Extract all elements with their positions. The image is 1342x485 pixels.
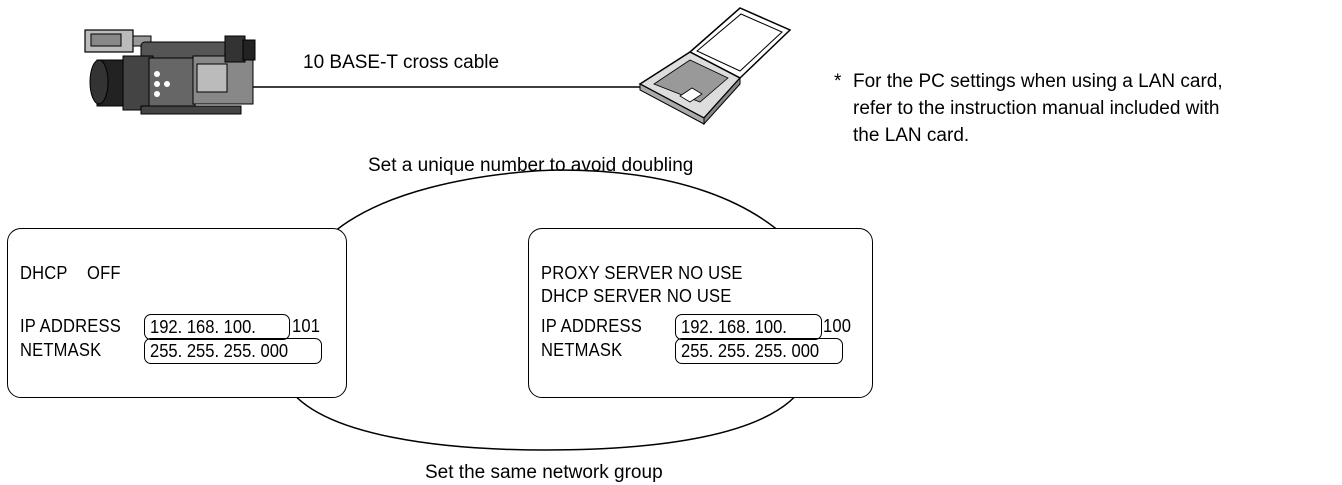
cable-label: 10 BASE-T cross cable	[303, 52, 500, 73]
note-line-2: refer to the instruction manual included…	[853, 98, 1220, 119]
ip-prefix-box: 192. 168. 100.	[144, 314, 290, 340]
pc-netmask-value: 255. 255. 255. 000	[681, 341, 820, 361]
netmask-value: 255. 255. 255. 000	[150, 341, 289, 361]
netmask-key: NETMASK	[20, 340, 102, 360]
dhcp-server-line: DHCP SERVER NO USE	[541, 286, 732, 306]
camcorder-icon	[84, 29, 256, 115]
pc-netmask-box: 255. 255. 255. 000	[675, 338, 843, 364]
proxy-server-line: PROXY SERVER NO USE	[541, 263, 743, 283]
pc-netmask-key: NETMASK	[541, 340, 623, 360]
pc-ip-prefix-box: 192. 168. 100.	[675, 314, 822, 340]
note-bullet: *	[834, 71, 842, 92]
ip-prefix-value: 192. 168. 100.	[150, 317, 256, 337]
pc-ip-host-value: 100	[823, 316, 852, 336]
pc-ip-prefix-value: 192. 168. 100.	[681, 317, 787, 337]
dhcp-key: DHCP	[20, 263, 68, 283]
pc-settings-panel: PROXY SERVER NO USE DHCP SERVER NO USE I…	[528, 228, 873, 398]
note-line-3: the LAN card.	[853, 125, 970, 146]
network-group-arrow	[282, 377, 809, 451]
laptop-icon	[638, 7, 792, 126]
unique-number-arrow	[299, 169, 831, 299]
pc-ip-address-key: IP ADDRESS	[541, 316, 642, 336]
ip-host-value: 101	[292, 316, 321, 336]
camera-settings-panel: DHCP OFF IP ADDRESS 192. 168. 100. 101 N…	[7, 228, 347, 398]
same-network-label: Set the same network group	[425, 462, 663, 483]
netmask-box: 255. 255. 255. 000	[144, 338, 322, 364]
note-line-1: For the PC settings when using a LAN car…	[853, 71, 1223, 92]
unique-number-label: Set a unique number to avoid doubling	[368, 155, 694, 176]
dhcp-value: OFF	[87, 263, 121, 283]
ip-address-key: IP ADDRESS	[20, 316, 121, 336]
